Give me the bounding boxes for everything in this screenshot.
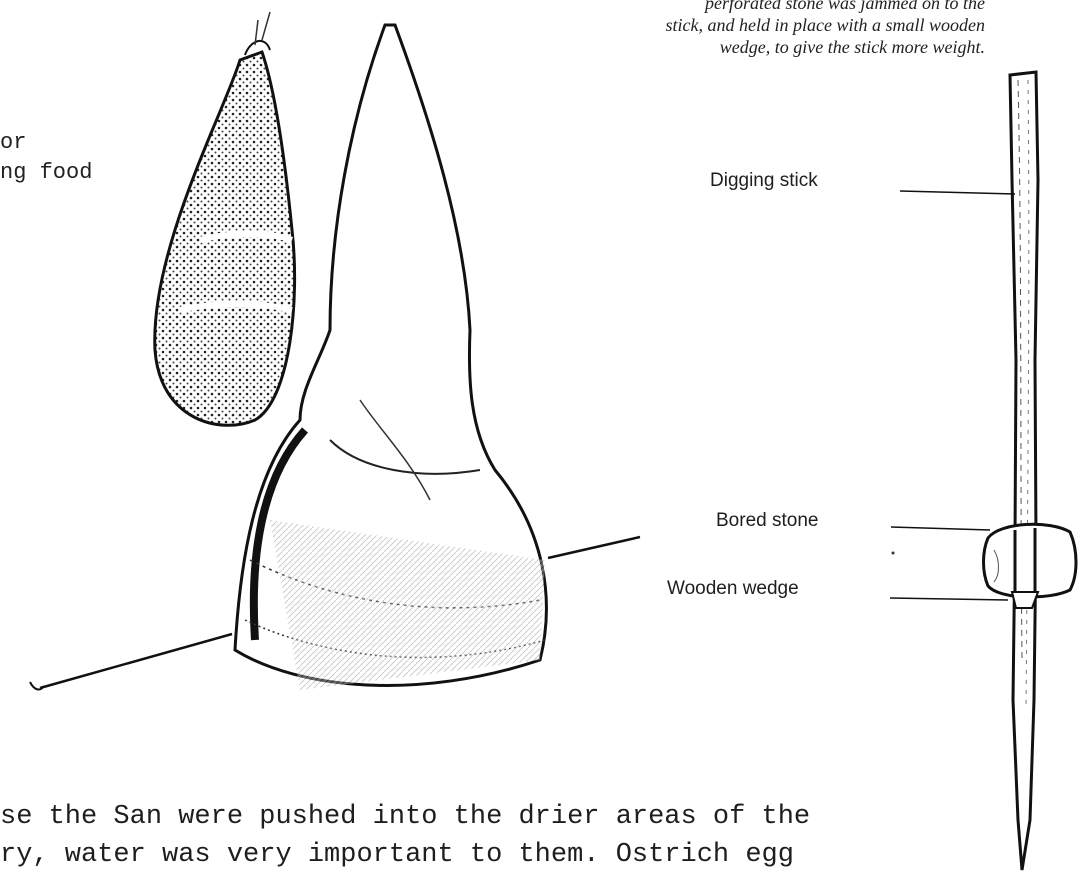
wooden-wedge-label: Wooden wedge [667,578,799,600]
body-text-line-1: se the San were pushed into the drier ar… [0,802,810,832]
digging-stick-label: Digging stick [710,170,818,192]
net-bag [155,12,295,425]
caption-line-2: stick, and held in place with a small wo… [666,14,985,36]
bag-illustration [0,0,700,720]
digging-stick-illustration [960,60,1080,860]
caption-line-3: wedge, to give the stick more weight. [666,36,985,58]
illustration-caption: perforated stone was jammed on to the st… [666,0,985,58]
caption-line-1: perforated stone was jammed on to the [666,0,985,14]
body-text-line-2: ry, water was very important to them. Os… [0,840,794,870]
bored-stone [984,524,1077,597]
bored-stone-label: Bored stone [716,510,818,532]
